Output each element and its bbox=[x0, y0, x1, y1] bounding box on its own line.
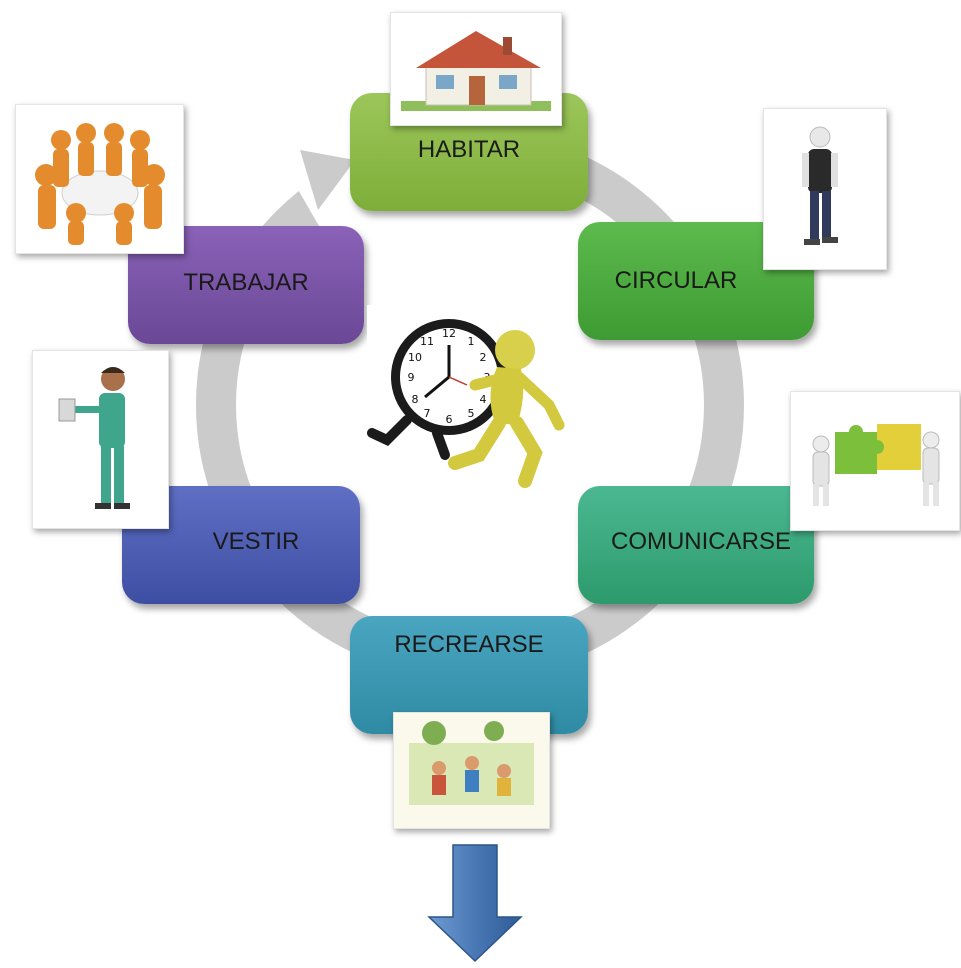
svg-text:9: 9 bbox=[408, 371, 415, 384]
svg-text:1: 1 bbox=[468, 335, 475, 348]
stage-habitar-label: HABITAR bbox=[417, 135, 521, 163]
team-circle-icon bbox=[35, 123, 165, 245]
svg-text:4: 4 bbox=[480, 393, 487, 406]
stage-trabajar-label: TRABAJAR bbox=[183, 269, 309, 296]
cycle-arrowhead bbox=[300, 150, 355, 210]
svg-text:8: 8 bbox=[412, 393, 419, 406]
walking-man-photo bbox=[763, 108, 887, 270]
team-photo bbox=[15, 104, 184, 254]
puzzle-figures-icon bbox=[812, 424, 940, 506]
stage-comunicarse: COMUNICARSE bbox=[578, 486, 814, 604]
svg-text:10: 10 bbox=[408, 351, 422, 364]
children-playing-icon bbox=[394, 713, 549, 828]
house-photo bbox=[390, 12, 562, 126]
svg-text:2: 2 bbox=[480, 351, 487, 364]
stage-vestir-label: VESTIR bbox=[212, 528, 300, 555]
nurse-photo bbox=[32, 350, 169, 529]
svg-text:6: 6 bbox=[446, 413, 453, 426]
svg-text:12: 12 bbox=[442, 327, 456, 340]
walking-figure-icon bbox=[802, 126, 838, 245]
house-icon bbox=[401, 31, 551, 111]
puzzle-photo bbox=[790, 391, 960, 531]
children-playing-photo bbox=[393, 712, 550, 829]
stage-recrearse-label: RECREARSE bbox=[394, 631, 544, 658]
stage-circular-label: CIRCULAR bbox=[614, 267, 738, 294]
svg-text:11: 11 bbox=[420, 335, 434, 348]
stage-comunicarse-label: COMUNICARSE bbox=[610, 528, 791, 555]
svg-text:5: 5 bbox=[468, 407, 475, 420]
svg-text:7: 7 bbox=[424, 407, 431, 420]
down-arrow-icon bbox=[427, 844, 523, 963]
nurse-icon bbox=[58, 367, 130, 509]
